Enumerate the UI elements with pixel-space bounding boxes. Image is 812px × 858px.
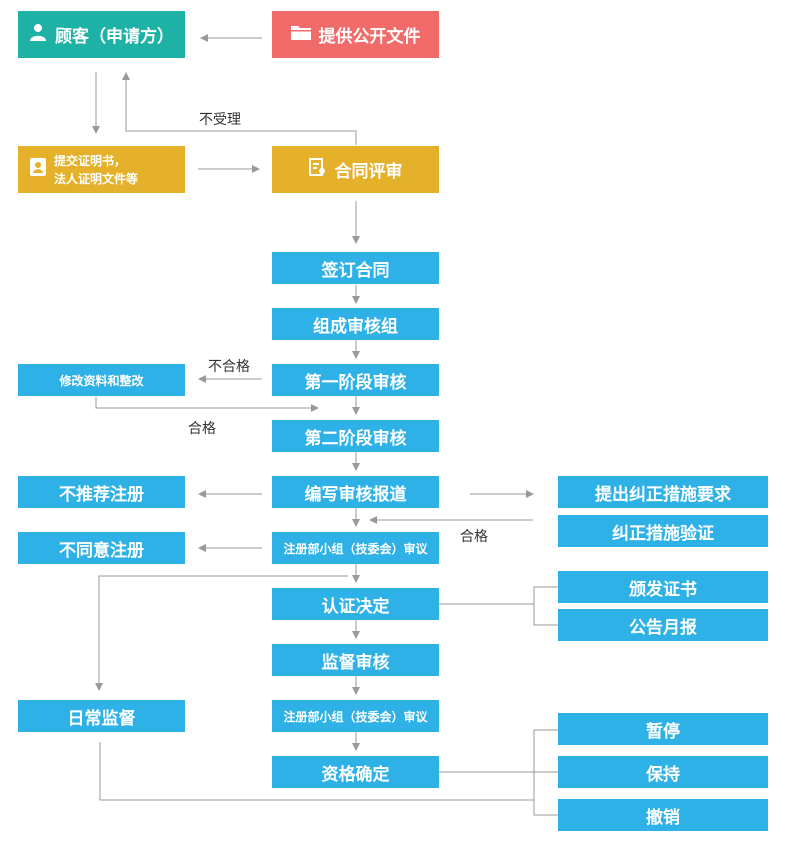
corrective-verify-box: 纠正措施验证 [558, 515, 768, 547]
cert-decision-box: 认证决定 [272, 588, 439, 620]
pass-label-1: 合格 [188, 421, 216, 437]
stage1-audit-box: 第一阶段审核 [272, 364, 439, 396]
fail-label: 不合格 [208, 359, 250, 375]
write-report-box: 编写审核报道 [272, 476, 439, 508]
monthly-notice-box: 公告月报 [558, 609, 768, 641]
form-team-box: 组成审核组 [272, 308, 439, 340]
customer-box: 顾客（申请方） [18, 11, 185, 58]
committee-review-box-2: 注册部小组（技委会）审议 [272, 700, 439, 732]
committee-review-box-1: 注册部小组（技委会）审议 [272, 532, 439, 564]
submit-docs-line2: 法人证明文件等 [54, 171, 139, 186]
id-card-icon [30, 158, 46, 181]
keep-box: 保持 [558, 756, 768, 788]
stage2-audit-box: 第二阶段审核 [272, 420, 439, 452]
provide-docs-label: 提供公开文件 [318, 27, 421, 47]
not-recommend-box: 不推荐注册 [18, 476, 185, 508]
submit-docs-line1: 提交证明书， [54, 153, 127, 168]
arrow-not-accepted [122, 72, 357, 145]
folder-icon [290, 24, 311, 45]
suspend-box: 暂停 [558, 713, 768, 745]
arrow-pass-1 [95, 397, 319, 412]
sign-contract-box: 签订合同 [272, 252, 439, 284]
contract-review-box: 合同评审 [272, 146, 439, 193]
corrective-request-box: 提出纠正措施要求 [558, 476, 768, 508]
daily-supervision-box: 日常监督 [18, 700, 185, 732]
provide-docs-box: 提供公开文件 [272, 11, 439, 58]
revoke-box: 撤销 [558, 799, 768, 831]
pass-label-2: 合格 [460, 529, 488, 545]
modify-box: 修改资料和整改 [18, 364, 185, 396]
review-doc-icon [308, 158, 327, 181]
not-agree-box: 不同意注册 [18, 532, 185, 564]
submit-docs-box: 提交证明书， 法人证明文件等 [18, 146, 185, 193]
customer-label: 顾客（申请方） [55, 27, 174, 47]
not-accepted-label: 不受理 [199, 112, 241, 128]
contract-review-label: 合同评审 [334, 162, 403, 182]
qualification-box: 资格确定 [272, 756, 439, 788]
issue-cert-box: 颁发证书 [558, 571, 768, 603]
supervision-audit-box: 监督审核 [272, 644, 439, 676]
user-icon [29, 23, 47, 46]
